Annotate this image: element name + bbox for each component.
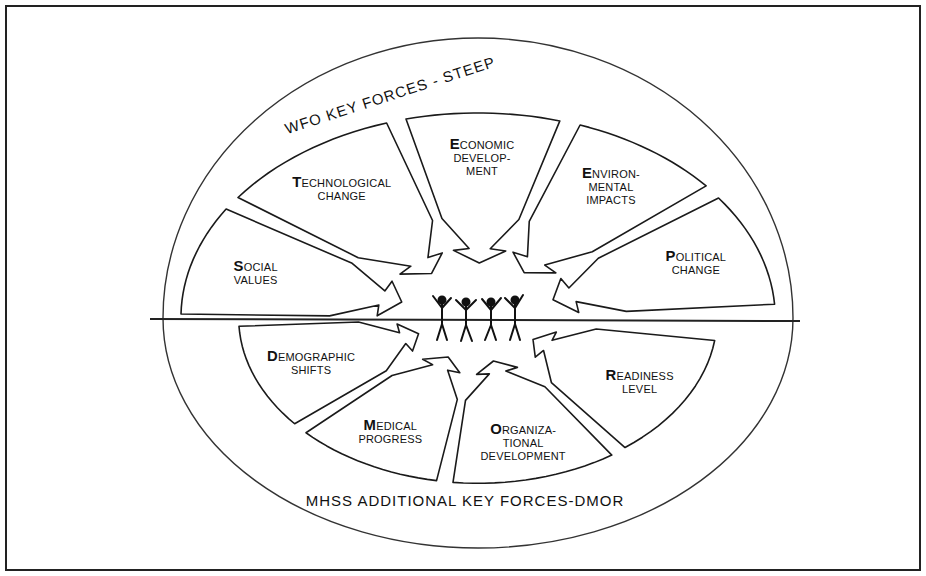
- force-label: ORGANIZA- TIONAL DEVELOPMENT: [476, 423, 570, 463]
- force-label: SOCIAL VALUES: [218, 259, 294, 286]
- stick-figure: [482, 298, 501, 340]
- wedge-arrow: [239, 322, 419, 424]
- frame-border: [6, 6, 920, 570]
- ring-title: MHSS ADDITIONAL KEY FORCES-DMOR: [306, 492, 625, 509]
- figure-head: [439, 297, 446, 304]
- figure-head: [488, 299, 495, 306]
- force-wedge: ECONOMIC DEVELOP- MENT: [404, 111, 562, 265]
- people-figures: [433, 295, 523, 341]
- wedge-arrow: [181, 209, 402, 316]
- force-label: DEMOGRAPHIC SHIFTS: [265, 350, 357, 377]
- wedge-arrow: [238, 123, 442, 274]
- force-wedge: POLITICAL CHANGE: [551, 196, 777, 314]
- force-label: ENVIRON- MENTAL IMPACTS: [576, 167, 646, 207]
- upper-ellipse-arc: [163, 38, 793, 318]
- stick-figure: [433, 296, 451, 340]
- wedge-outline: [404, 111, 562, 265]
- force-wedge: DEMOGRAPHIC SHIFTS: [237, 320, 421, 426]
- figure-body: [456, 300, 476, 341]
- lower-ellipse-arc: [163, 318, 793, 548]
- figure-head: [463, 299, 470, 306]
- force-label: ECONOMIC DEVELOP- MENT: [442, 138, 522, 178]
- wedge-arrow: [533, 329, 715, 448]
- figure-body: [433, 296, 451, 340]
- force-wedge: ORGANIZA- TIONAL DEVELOPMENT: [451, 359, 614, 485]
- force-label: POLITICAL CHANGE: [656, 250, 736, 277]
- force-label: TECHNOLOGICAL CHANGE: [290, 175, 394, 202]
- wedge-outline: [551, 196, 777, 314]
- ring-title: WFO KEY FORCES - STEEP: [283, 53, 498, 137]
- stick-figure: [456, 299, 476, 342]
- figure-body: [482, 298, 501, 340]
- wedge-arrow: [406, 113, 560, 263]
- wedge-arrow: [553, 198, 775, 312]
- force-wedge: TECHNOLOGICAL CHANGE: [236, 121, 444, 276]
- force-wedge: READINESS LEVEL: [531, 327, 717, 450]
- wedge-arrow: [306, 357, 460, 481]
- wedge-outline: [451, 359, 614, 485]
- stick-figure: [505, 295, 523, 340]
- wedge-arrow: [453, 361, 612, 483]
- figure-body: [505, 295, 523, 340]
- force-label: MEDICAL PROGRESS: [352, 418, 428, 445]
- force-label: READINESS LEVEL: [600, 369, 680, 396]
- horizon-line: [150, 319, 800, 321]
